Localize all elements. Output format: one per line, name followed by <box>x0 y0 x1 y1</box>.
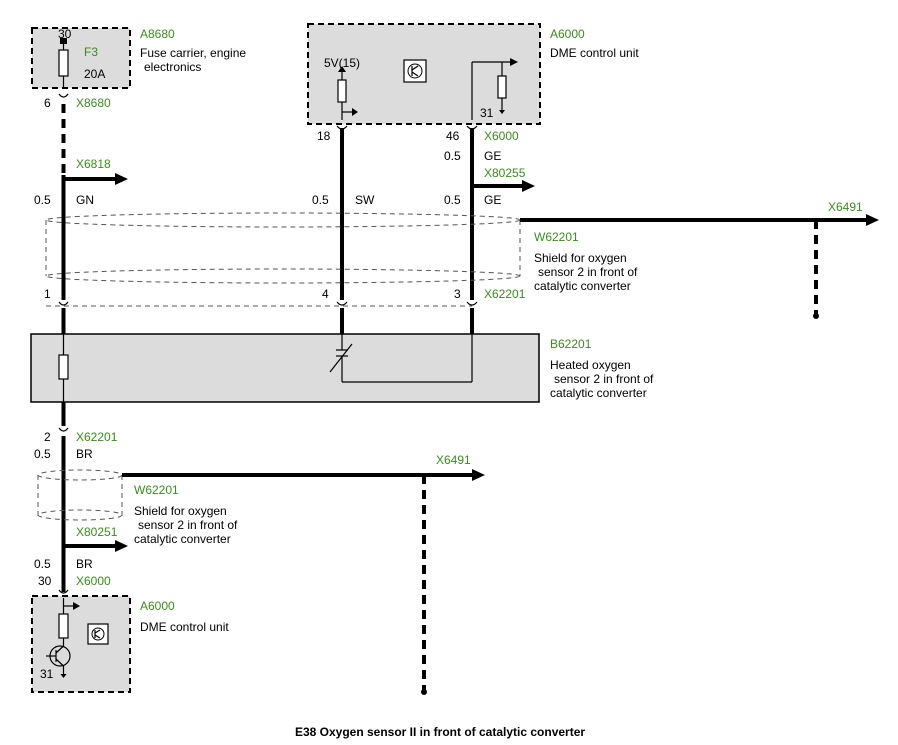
heater-resistor <box>58 354 69 380</box>
shield-bottom-lower <box>37 509 123 521</box>
br-color-2: BR <box>76 557 93 571</box>
sensor-pin3: 3 <box>454 287 461 301</box>
fuse-carrier-desc1: Fuse carrier, engine <box>140 46 246 60</box>
ge-color-2: GE <box>484 193 501 207</box>
splice-x6818: X6818 <box>76 157 111 171</box>
splice-arrow-x80251 <box>115 540 128 552</box>
dme-connector: X6000 <box>484 129 519 143</box>
dme-bottom-desc: DME control unit <box>140 620 229 634</box>
splice-x80255: X80255 <box>484 166 526 180</box>
shield-top-lower <box>45 268 521 284</box>
dme-bottom-ground-pin: 31 <box>40 667 54 681</box>
sensor-box <box>30 333 540 403</box>
sensor-desc3: catalytic converter <box>550 386 647 400</box>
gn-color: GN <box>76 193 94 207</box>
lower-connector: X62201 <box>76 430 118 444</box>
shield-top-desc1: Shield for oxygen <box>534 251 627 265</box>
dme-top-id: A6000 <box>550 27 585 41</box>
shield-top-desc3: catalytic converter <box>534 279 631 293</box>
fuse-carrier-desc2: electronics <box>144 60 201 74</box>
diagram-title: E38 Oxygen sensor II in front of catalyt… <box>295 725 585 739</box>
fuse-rating: 20A <box>84 67 105 81</box>
fuse-carrier-box <box>31 27 131 89</box>
dme-ground-pin: 31 <box>480 106 494 120</box>
sensor-desc1: Heated oxygen <box>550 358 631 372</box>
dme-top-desc: DME control unit <box>550 46 639 60</box>
sensor-id: B62201 <box>550 337 592 351</box>
shield-top-upper <box>45 212 521 228</box>
fuse-f3-symbol <box>58 49 69 77</box>
shield-bottom-upper <box>37 469 123 481</box>
lower-shield-desc1: Shield for oxygen <box>134 504 227 518</box>
dme-bottom-processor-icon <box>87 623 109 645</box>
br-size-1: 0.5 <box>34 447 51 461</box>
fuse-pin-top: 30 <box>58 27 72 41</box>
sensor-connector: X62201 <box>484 287 526 301</box>
lower-shield-desc2: sensor 2 in front of <box>138 518 238 532</box>
sw-color: SW <box>355 193 375 207</box>
ge-size-2: 0.5 <box>444 193 461 207</box>
shield-top-id: W62201 <box>534 230 579 244</box>
fuse-connector: X8680 <box>76 96 111 110</box>
shield-top-desc2: sensor 2 in front of <box>538 265 638 279</box>
lower-splice: X80251 <box>76 525 118 539</box>
sensor-desc2: sensor 2 in front of <box>554 372 654 386</box>
lower-dme-connector: X6000 <box>76 574 111 588</box>
sensor-pin1: 1 <box>44 287 51 301</box>
br-size-2: 0.5 <box>34 557 51 571</box>
lower-shield-id: W62201 <box>134 483 179 497</box>
sensor-pin2: 2 <box>44 430 51 444</box>
sw-size: 0.5 <box>312 193 329 207</box>
ge-size-1: 0.5 <box>444 149 461 163</box>
ge-color-1: GE <box>484 149 501 163</box>
shield-top-ground-connector: X6491 <box>828 200 863 214</box>
dme-pin-sw: 18 <box>317 129 331 143</box>
dme-ground-resistor <box>497 75 507 99</box>
gn-size: 0.5 <box>34 193 51 207</box>
sensor-element-symbol <box>329 343 353 373</box>
dme-bottom-box <box>31 595 131 693</box>
fuse-carrier-id: A8680 <box>140 27 175 41</box>
dme-pullup-resistor <box>337 79 347 103</box>
sensor-pin4: 4 <box>322 287 329 301</box>
fuse-name: F3 <box>84 45 98 59</box>
dme-supply: 5V(15) <box>324 56 360 70</box>
dme-processor-icon <box>403 59 427 83</box>
br-color-1: BR <box>76 447 93 461</box>
lower-shield-ground: X6491 <box>436 453 471 467</box>
dme-bottom-resistor <box>58 613 69 639</box>
dme-pin-ge: 46 <box>446 129 460 143</box>
splice-arrow-x6818 <box>115 173 128 185</box>
dme-bottom-id: A6000 <box>140 599 175 613</box>
splice-arrow-x80255 <box>522 180 535 192</box>
fuse-pin-bottom: 6 <box>44 96 51 110</box>
connector-pin-symbol <box>58 93 69 98</box>
lower-pin-30: 30 <box>38 574 52 588</box>
lower-shield-desc3: catalytic converter <box>134 532 231 546</box>
